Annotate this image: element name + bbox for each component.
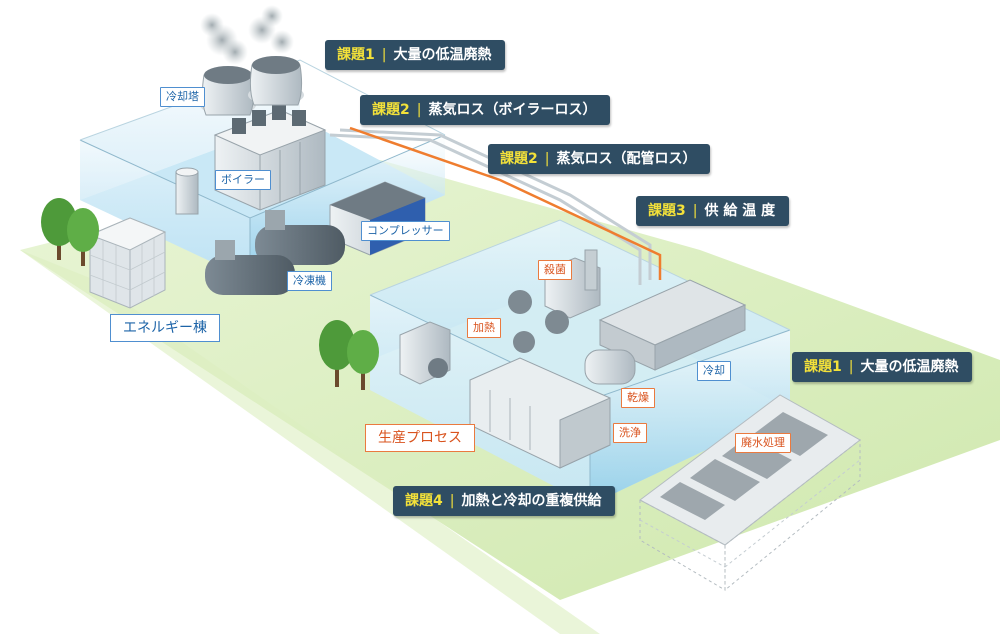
- storage-cylinder: [175, 167, 199, 215]
- issue-callout-steam-loss-piping: 課題2|蒸気ロス（配管ロス）: [488, 144, 711, 174]
- issue-callout-supply-temperature: 課題3|供 給 温 度: [636, 196, 790, 226]
- tag-wastewater: 廃水処理: [735, 433, 791, 453]
- tag-chiller: 冷凍機: [287, 271, 332, 291]
- issue-callout-steam-loss-boiler: 課題2|蒸気ロス（ボイラーロス）: [360, 95, 611, 125]
- production-machinery: [399, 249, 747, 469]
- steam-clouds: [200, 5, 294, 65]
- tag-boiler: ボイラー: [215, 170, 271, 190]
- chiller-units: [205, 210, 345, 295]
- trees-left: [41, 198, 99, 266]
- water-tank: [88, 217, 167, 309]
- cooling-towers: [200, 56, 304, 116]
- tag-washing: 洗浄: [613, 423, 647, 443]
- pipes: [329, 126, 662, 285]
- tag-heating: 加熱: [467, 318, 501, 338]
- tag-cooling-tower: 冷却塔: [160, 87, 205, 107]
- tag-sterilize: 殺菌: [538, 260, 572, 280]
- trees-center: [319, 320, 379, 390]
- issue-callout-low-temp-waste-heat: 課題1|大量の低温廃熱: [325, 40, 506, 70]
- issue-callout-low-temp-waste-heat-2: 課題1|大量の低温廃熱: [792, 352, 973, 382]
- tag-drying: 乾燥: [621, 388, 655, 408]
- zone-production-process: 生産プロセス: [365, 424, 475, 452]
- tag-cooling: 冷却: [697, 361, 731, 381]
- issue-callout-duplicate-supply: 課題4|加熱と冷却の重複供給: [393, 486, 616, 516]
- zone-energy-building: エネルギー棟: [110, 314, 220, 342]
- tag-compressor: コンプレッサー: [361, 221, 450, 241]
